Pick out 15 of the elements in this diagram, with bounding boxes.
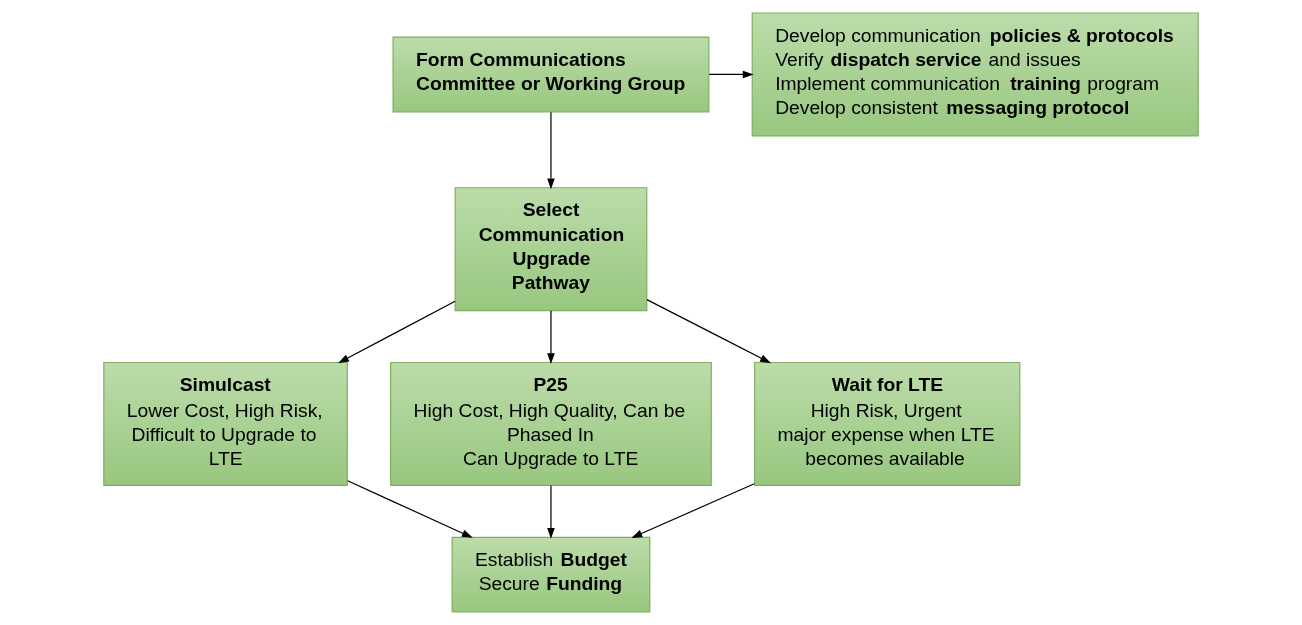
- arrow: [547, 484, 555, 539]
- arrow: [347, 480, 473, 538]
- arrow: [547, 111, 555, 190]
- node-box: Form Communications Committee or Working Group: [392, 36, 710, 113]
- node-box: Simulcast Lower Cost, High Risk, Difficult to Upgrade to LTE: [103, 361, 348, 487]
- node-box: P25 High Cost, High Quality, Can be Phased In Can Upgrade to LTE: [390, 361, 712, 487]
- node-box: Wait for LTE High Risk, Urgent major expense when LTE becomes available: [754, 361, 1021, 487]
- arrow: [631, 483, 755, 538]
- node-box: Develop communication policies & protocols Verify dispatch service and issues Implement communication training program Develop consistent messaging protocol: [751, 12, 1199, 137]
- arrow: [708, 70, 754, 79]
- arrow: [338, 300, 456, 364]
- arrow: [547, 310, 555, 365]
- arrow: [646, 299, 771, 364]
- node-box: Select Communication Upgrade Pathway: [454, 187, 648, 312]
- node-box: Establish Budget Secure Funding: [451, 536, 651, 613]
